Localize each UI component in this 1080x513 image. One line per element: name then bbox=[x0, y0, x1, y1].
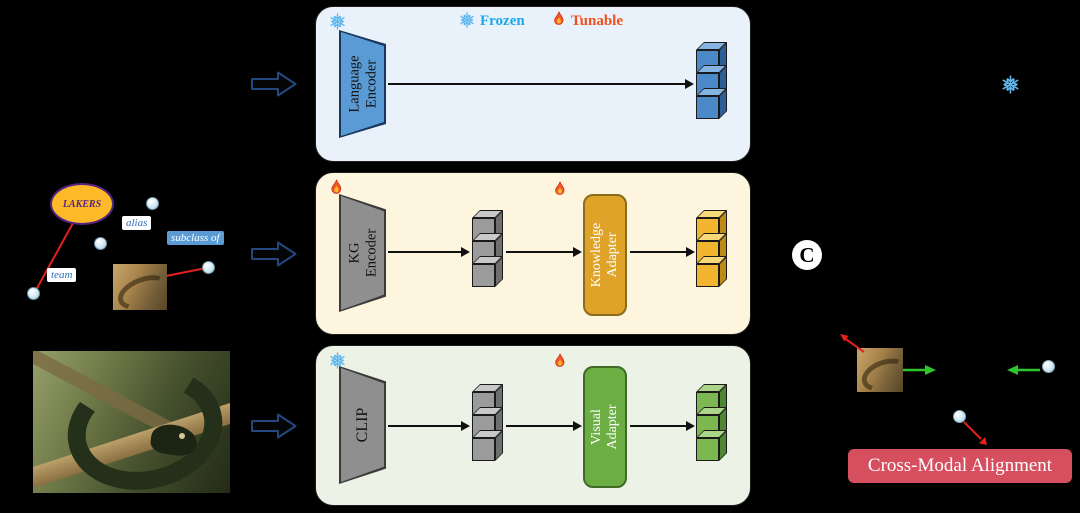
positive-pull-arrow-icon bbox=[1007, 365, 1040, 375]
kg-encoder-block: KG Encoder bbox=[339, 194, 386, 312]
kg-node bbox=[94, 237, 107, 250]
cross-modal-alignment-box: Cross-Modal Alignment bbox=[848, 449, 1072, 483]
entity-embedding-dot bbox=[1042, 360, 1055, 373]
flow-arrow bbox=[506, 425, 574, 427]
knowledge-embedding-cube bbox=[696, 256, 728, 288]
block-arrow-icon bbox=[251, 71, 297, 97]
flame-icon bbox=[555, 353, 565, 367]
snake-eye-shape bbox=[179, 433, 185, 439]
knowledge-adapter-label: Knowledge Adapter bbox=[588, 222, 620, 288]
block-arrow-icon bbox=[251, 241, 297, 267]
clip-encoder-label: CLIP bbox=[353, 407, 371, 443]
snake-shape bbox=[857, 353, 903, 392]
lakers-logo-text: LAKERS bbox=[62, 198, 102, 210]
flow-arrow bbox=[506, 251, 574, 253]
kg-encoder-panel bbox=[315, 172, 751, 335]
legend-frozen-label: Frozen bbox=[480, 13, 525, 29]
visual-adapter-block: Visual Adapter bbox=[583, 366, 627, 488]
legend-snowflake-icon bbox=[460, 12, 474, 28]
snowflake-icon bbox=[330, 13, 345, 30]
kg-edge-label-subclass-of: subclass of bbox=[167, 231, 224, 245]
language-encoder-block: Language Encoder bbox=[339, 30, 386, 138]
flow-arrow bbox=[388, 83, 686, 85]
concatenation-symbol: C bbox=[799, 242, 815, 267]
negative-push-arrow-icon bbox=[840, 334, 865, 353]
visual-embedding-cube bbox=[696, 430, 728, 462]
flow-arrow bbox=[630, 251, 687, 253]
snake-shape bbox=[113, 268, 167, 310]
lakers-logo: LAKERS bbox=[50, 183, 114, 225]
image-embedding-cube bbox=[472, 430, 504, 462]
kg-embedding-cube bbox=[472, 256, 504, 288]
kg-edge-label-alias: alias bbox=[122, 216, 152, 230]
positive-pull-arrow-icon bbox=[903, 365, 936, 375]
knowledge-adapter-block: Knowledge Adapter bbox=[583, 194, 627, 316]
block-arrow-icon bbox=[251, 413, 297, 439]
concatenation-icon: C bbox=[792, 240, 822, 270]
language-encoder-label: Language Encoder bbox=[345, 55, 379, 113]
kg-edge-label-team: team bbox=[47, 268, 77, 282]
input-snake-photo bbox=[33, 351, 230, 493]
kg-snake-thumbnail-image bbox=[113, 264, 167, 310]
kg-node bbox=[202, 261, 215, 274]
negative-push-arrow-icon bbox=[963, 421, 987, 445]
legend-flame-icon bbox=[554, 11, 564, 25]
negative-entity-embedding-dot bbox=[953, 410, 966, 423]
visual-adapter-label: Visual Adapter bbox=[588, 404, 620, 450]
cross-modal-alignment-label: Cross-Modal Alignment bbox=[867, 455, 1053, 476]
text-embedding-cube bbox=[696, 88, 728, 120]
flow-arrow bbox=[630, 425, 687, 427]
flame-icon bbox=[555, 181, 565, 195]
aligned-snake-thumbnail-image bbox=[857, 348, 903, 392]
kg-node bbox=[146, 197, 159, 210]
kg-encoder-label: KG Encoder bbox=[345, 228, 379, 278]
flow-arrow bbox=[388, 425, 462, 427]
snowflake-icon bbox=[1002, 75, 1019, 94]
clip-encoder-block: CLIP bbox=[339, 366, 386, 484]
legend-tunable-label: Tunable bbox=[571, 13, 623, 29]
snowflake-icon bbox=[330, 352, 345, 369]
flame-icon bbox=[331, 179, 342, 194]
flow-arrow bbox=[388, 251, 462, 253]
kg-node bbox=[27, 287, 40, 300]
